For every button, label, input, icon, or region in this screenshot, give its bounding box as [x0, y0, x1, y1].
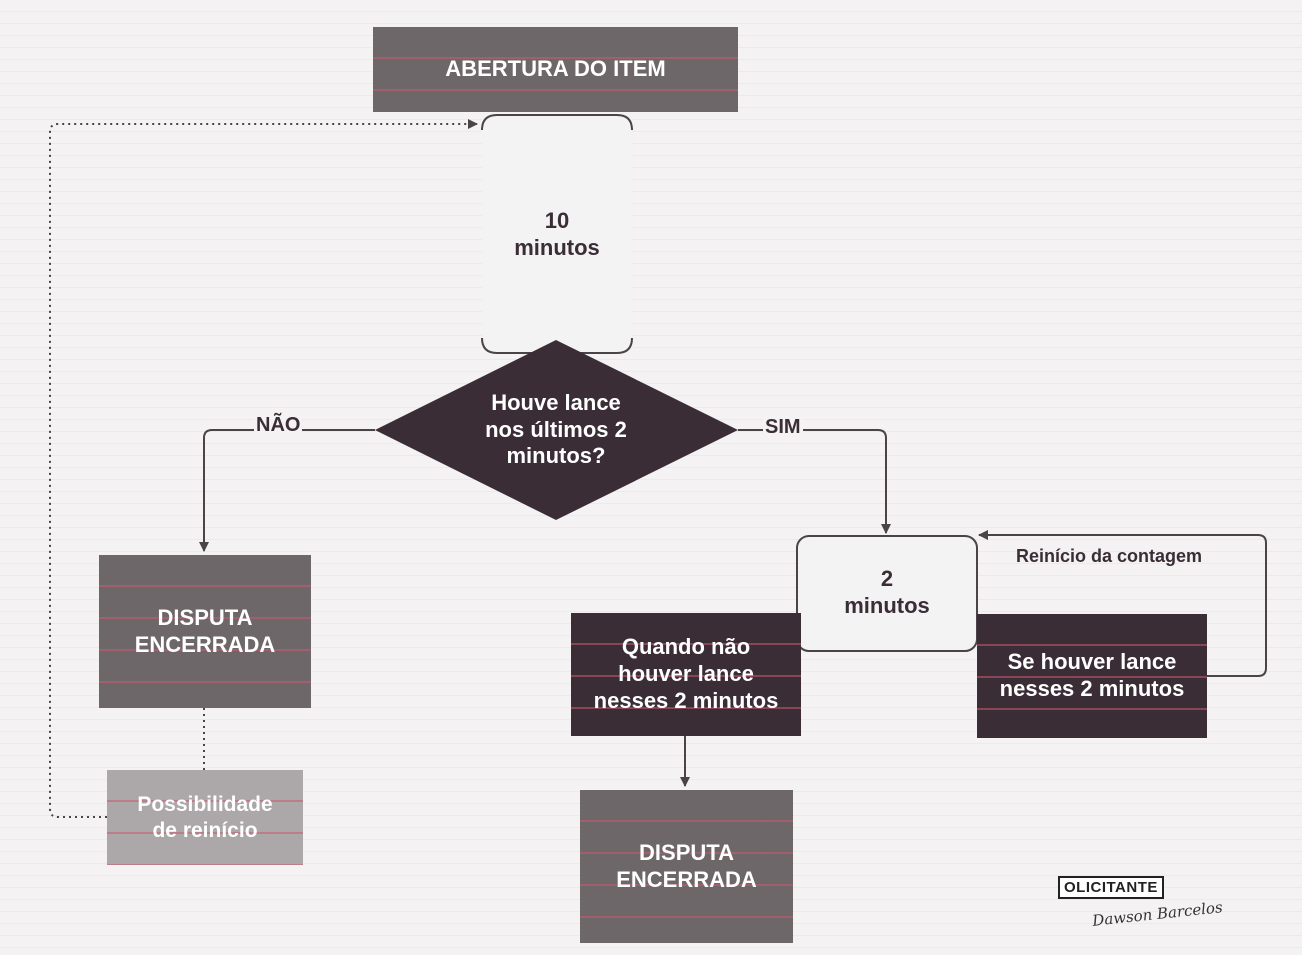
start-node-abertura: ABERTURA DO ITEM — [373, 27, 738, 112]
restart-loop-connector — [978, 530, 1267, 677]
no-branch-connector — [199, 429, 375, 552]
ten-minutes-label: 10 minutos — [514, 208, 600, 260]
dispute-closed-left: DISPUTA ENCERRADA — [99, 555, 311, 708]
dotted-loop-back — [49, 119, 478, 818]
restart-possibility-node: Possibilidade de reinício — [107, 770, 303, 865]
yes-branch-connector — [738, 429, 891, 534]
logo-word: OLICITANTE — [1058, 876, 1164, 899]
yes-label: SIM — [763, 416, 803, 439]
decision-question: Houve lance nos últimos 2 minutos? — [485, 389, 627, 469]
olicitante-logo: OLICITANTE Dawson Barcelos — [1056, 873, 1256, 943]
bid-placed-node: Se houver lance nesses 2 minutos — [977, 614, 1207, 738]
no-label: NÃO — [254, 414, 303, 437]
decision-diamond — [375, 340, 738, 520]
no-bid-node: Quando não houver lance nesses 2 minutos — [571, 613, 801, 736]
restart-count-label: Reinício da contagem — [1016, 546, 1203, 566]
dispute-closed-right: DISPUTA ENCERRADA — [580, 790, 793, 943]
ten-minutes-box-bg — [482, 118, 632, 354]
two-minutes-label: 2 minutos — [844, 565, 930, 618]
logo-signature: Dawson Barcelos — [1091, 898, 1224, 930]
two-minutes-box — [796, 535, 978, 652]
